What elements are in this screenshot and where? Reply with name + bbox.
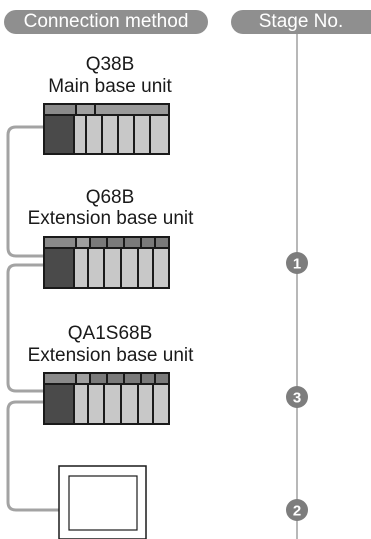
stage-marker-3: 3 xyxy=(286,386,308,408)
display-unit-diagram xyxy=(58,465,147,539)
stage-number-3: 3 xyxy=(293,390,301,407)
extension-cable-2 xyxy=(6,263,45,393)
stage-number-1: 1 xyxy=(293,256,301,273)
extension-cable-3 xyxy=(6,400,59,512)
main-base-description-label: Main base unit xyxy=(48,76,172,97)
stage-number-2: 2 xyxy=(293,503,301,520)
connection-method-header: Connection method xyxy=(4,10,208,34)
extension-base-2-model-label: QA1S68B xyxy=(67,323,153,344)
extension-base-1-description-label: Extension base unit xyxy=(27,208,194,229)
extension-base-unit-1-diagram xyxy=(43,236,170,289)
extension-base-unit-2-diagram xyxy=(43,372,170,425)
stage-marker-2: 2 xyxy=(286,499,308,521)
stage-marker-1: 1 xyxy=(286,252,308,274)
main-base-model-label: Q38B xyxy=(85,54,135,75)
extension-base-2-description-label: Extension base unit xyxy=(27,345,194,366)
extension-base-1-model-label: Q68B xyxy=(85,187,135,208)
extension-cable-1 xyxy=(6,125,45,258)
stage-no-header: Stage No. xyxy=(231,10,371,34)
main-base-unit-diagram xyxy=(43,103,170,155)
